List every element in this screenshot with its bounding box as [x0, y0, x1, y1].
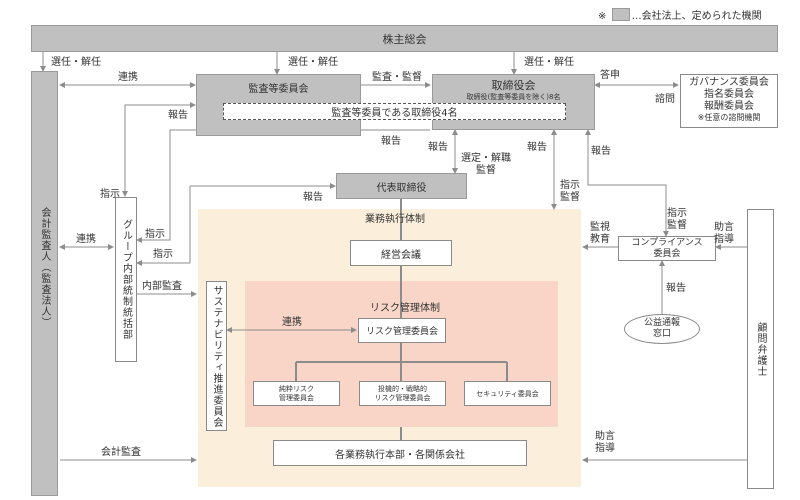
- group-internal-audit-label: グループ内部統制統括部: [120, 219, 132, 340]
- legend-swatch: [611, 8, 630, 21]
- label-cooperate-top: 連携: [118, 72, 138, 83]
- pure-risk-line1: 純粋リスク: [279, 384, 314, 393]
- label-audit-supervise: 監査・監督: [372, 72, 422, 83]
- label-answer: 答申: [600, 70, 620, 81]
- accounting-auditor: 会計監査人（監査法人）: [31, 71, 58, 496]
- risk-system-title: リスク管理体制: [370, 303, 440, 314]
- accounting-auditor-label: 会計監査人（監査法人）: [39, 207, 50, 328]
- legal-counsel: 顧問弁護士: [747, 209, 774, 489]
- shareholders-meeting: 株主総会: [31, 25, 778, 52]
- security-committee-label: セキュリティ委員会: [476, 389, 539, 398]
- label-advise-compliance: 助言 指導: [714, 222, 734, 246]
- label-elect-auditor: 選任・解任: [51, 57, 101, 68]
- label-isc-line2: 監督: [667, 220, 687, 231]
- business-divisions: 各業務執行本部・各関係会社: [273, 440, 527, 466]
- label-appoint-line2: 監督: [476, 165, 496, 176]
- strategic-risk-line2: リスク管理委員会: [374, 393, 431, 402]
- label-elect-board: 選任・解任: [524, 57, 574, 68]
- sustainability-committee: サステナビリティ推進委員会: [206, 281, 227, 431]
- label-isx-line2: 監督: [560, 192, 580, 203]
- pure-risk-line2: 管理委員会: [279, 393, 314, 402]
- whistleblowing-line2: 窓口: [652, 329, 671, 339]
- business-divisions-label: 各業務執行本部・各関係会社: [335, 449, 465, 461]
- risk-committee-label: リスク管理委員会: [365, 327, 438, 337]
- label-ae-line1: 助言: [595, 431, 615, 442]
- representative-director-label: 代表取締役: [376, 182, 427, 194]
- remuneration-committee: 報酬委員会: [704, 101, 754, 112]
- advisory-committees: ガバナンス委員会 指名委員会 報酬委員会 ※任意の諮問機関: [680, 74, 778, 128]
- label-instruct-committee: 指示: [100, 189, 120, 200]
- label-ae-line2: 指導: [595, 443, 615, 454]
- strategic-risk-line1: 投機的・戦略的: [378, 384, 427, 393]
- security-committee: セキュリティ委員会: [464, 381, 551, 406]
- label-advise-execution: 助言 指導: [595, 431, 615, 455]
- label-report-compliance: 報告: [591, 146, 611, 157]
- board-label: 取締役会: [491, 79, 536, 92]
- compliance-line1: コンプライアンス: [631, 237, 703, 248]
- compliance-line2: 委員会: [653, 248, 681, 259]
- label-report-whistle: 報告: [666, 283, 686, 294]
- label-ac-line1: 助言: [714, 222, 734, 233]
- label-accounting-audit: 会計監査: [101, 447, 141, 458]
- label-ac-line2: 指導: [714, 234, 734, 245]
- label-me-line2: 教育: [590, 234, 610, 245]
- label-report-board-group: 報告: [381, 136, 401, 147]
- label-me-line1: 監視: [590, 222, 610, 233]
- group-internal-audit: グループ内部統制統括部: [115, 197, 137, 362]
- label-report-exec: 報告: [527, 142, 547, 153]
- label-monitor-educate: 監視 教育: [590, 222, 610, 246]
- whistleblowing-line1: 公益通報: [643, 318, 680, 328]
- whistleblowing-window: 公益通報 窓口: [624, 314, 700, 344]
- management-meeting: 経営会議: [350, 240, 452, 266]
- label-report-committee: 報告: [168, 110, 188, 121]
- label-instruct-supervise-exec: 指示 監督: [560, 180, 580, 204]
- label-appoint: 選定・解職 監督: [461, 153, 511, 177]
- label-instruct-rep: 指示: [153, 249, 173, 260]
- board-sub-label: 取締役(監査等委員を除く)8名: [466, 93, 561, 101]
- label-report-board-rep: 報告: [428, 142, 448, 153]
- compliance-committee: コンプライアンス 委員会: [618, 236, 716, 261]
- legend: ※ …会社法上、定められた機関: [598, 8, 762, 23]
- legal-counsel-label: 顧問弁護士: [755, 321, 766, 377]
- legend-mark: ※: [598, 11, 607, 22]
- risk-committee: リスク管理委員会: [358, 318, 446, 343]
- label-internal-audit: 内部監査: [142, 281, 182, 292]
- label-isc-line1: 指示: [667, 208, 687, 219]
- shareholders-meeting-label: 株主総会: [382, 32, 427, 46]
- label-cooperate-risk: 連携: [282, 317, 302, 328]
- nomination-committee: 指名委員会: [704, 89, 754, 100]
- label-cooperate-group: 連携: [76, 234, 96, 245]
- label-instruct-supervise-compliance: 指示 監督: [667, 208, 687, 232]
- label-elect-committee: 選任・解任: [288, 57, 338, 68]
- pure-risk-committee: 純粋リスク 管理委員会: [253, 381, 340, 406]
- strategic-risk-committee: 投機的・戦略的 リスク管理委員会: [359, 381, 446, 406]
- label-appoint-line1: 選定・解職: [461, 153, 511, 164]
- representative-director: 代表取締役: [336, 173, 467, 199]
- legend-text: …会社法上、定められた機関: [631, 11, 762, 22]
- audit-committee-label: 監査等委員会: [248, 83, 309, 95]
- sustainability-committee-label: サステナビリティ推進委員会: [211, 284, 222, 428]
- business-execution-title: 業務執行体制: [365, 214, 425, 225]
- label-inquiry: 諮問: [655, 94, 675, 105]
- audit-committee-directors: 監査等委員である取締役4名: [223, 103, 566, 120]
- advisory-note: ※任意の諮問機関: [697, 113, 761, 122]
- label-instruct-board: 指示: [145, 229, 165, 240]
- label-report-rep: 報告: [303, 192, 323, 203]
- governance-committee: ガバナンス委員会: [689, 77, 769, 88]
- management-meeting-label: 経営会議: [381, 249, 421, 261]
- audit-committee-directors-label: 監査等委員である取締役4名: [331, 108, 458, 119]
- label-isx-line1: 指示: [560, 180, 580, 191]
- board-of-directors: 取締役会 取締役(監査等委員を除く)8名: [432, 74, 595, 130]
- line-rep-instruct-group: [136, 186, 191, 266]
